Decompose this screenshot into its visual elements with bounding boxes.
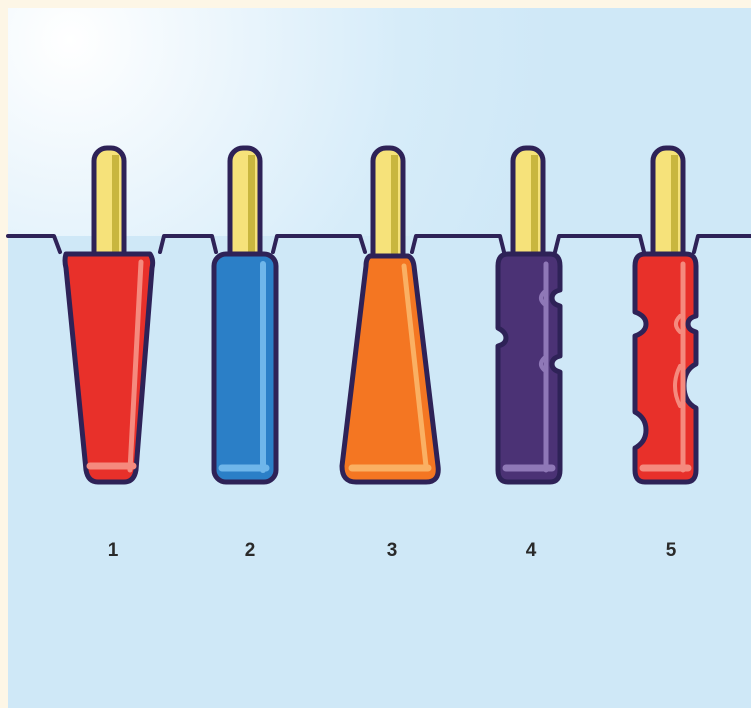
popsicle-4-stick-shade [531,155,538,267]
popsicle-2-body [214,254,276,482]
popsicle-3-label: 3 [387,540,398,561]
popsicle-2-label: 2 [245,540,256,561]
popsicle-5-body [635,254,696,482]
popsicle-1-stick-shade [112,155,119,267]
popsicle-5-stick-shade [671,155,678,267]
popsicle-2-stick-shade [248,155,255,267]
popsicle-3-stick-shade [391,155,398,267]
popsicle-5-label: 5 [666,540,677,561]
popsicle-1-label: 1 [108,540,119,561]
popsicle-4-body [498,254,560,482]
popsicle-3-stick [373,148,403,272]
popsicle-4-label: 4 [526,540,537,561]
